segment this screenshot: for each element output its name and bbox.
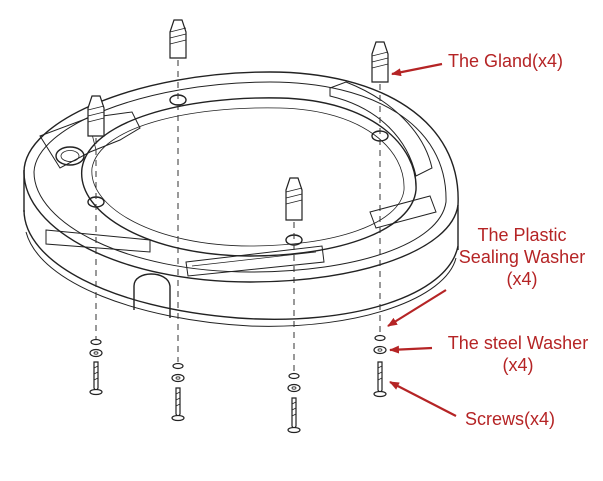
arrow-plastic-washer [387,289,447,327]
gland-group [87,19,389,221]
gland-1 [169,19,187,59]
fastener-stacks [89,334,387,434]
label-plastic-line1: The Plastic [477,225,567,245]
label-plastic-line2: Sealing Washer [458,247,586,267]
assembly-axes [95,60,381,372]
label-screws: Screws(x4) [465,408,555,430]
label-gland-text: The Gland(x4) [448,51,564,71]
arrow-gland [391,62,443,77]
label-steel-line1: The steel Washer [447,333,589,353]
callout-arrows [387,62,457,417]
arrow-steel-washer [389,345,433,354]
gland-3 [87,95,105,137]
arrow-screws [389,381,457,417]
label-steel-washer: The steel Washer (x4) [436,332,600,376]
label-plastic-line3: (x4) [506,269,538,289]
gland-2 [371,41,389,83]
label-gland: The Gland(x4) [448,50,563,72]
gland-4 [285,177,303,221]
base-ring [23,71,459,327]
label-plastic-sealing-washer: The Plastic Sealing Washer (x4) [452,224,592,290]
label-screws-text: Screws(x4) [465,409,556,429]
label-steel-line2: (x4) [502,355,534,375]
